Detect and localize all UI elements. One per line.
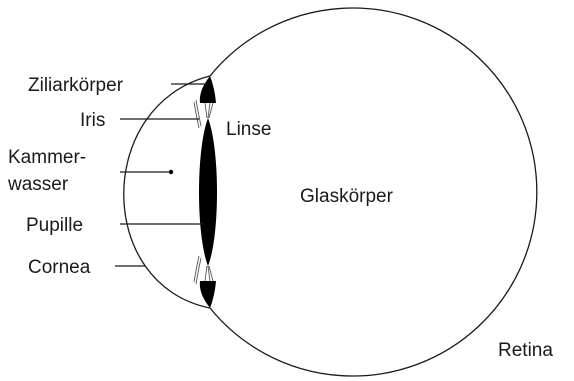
label-kammerwasser-2: wasser [7,174,69,195]
label-iris: Iris [80,110,105,131]
eyeball-outline [209,7,538,377]
cornea-outline [123,75,211,309]
zonule-lower [204,265,214,282]
label-glaskoerper: Glaskörper [300,186,394,207]
label-linse: Linse [226,119,271,140]
label-pupille: Pupille [26,215,83,236]
label-cornea: Cornea [28,257,91,278]
zonule-upper [204,102,214,119]
label-ziliarkoerper: Ziliarkörper [28,75,124,96]
ciliary-body-lower [199,281,216,308]
lens [199,118,217,266]
iris-upper-line [195,99,202,127]
ciliary-body-upper [199,76,216,103]
iris-upper-line-2 [193,101,200,129]
label-kammerwasser-1: Kammer- [8,147,86,168]
label-retina: Retina [498,340,553,361]
iris-lower-line [195,257,202,285]
iris-lower-line-2 [193,255,200,283]
